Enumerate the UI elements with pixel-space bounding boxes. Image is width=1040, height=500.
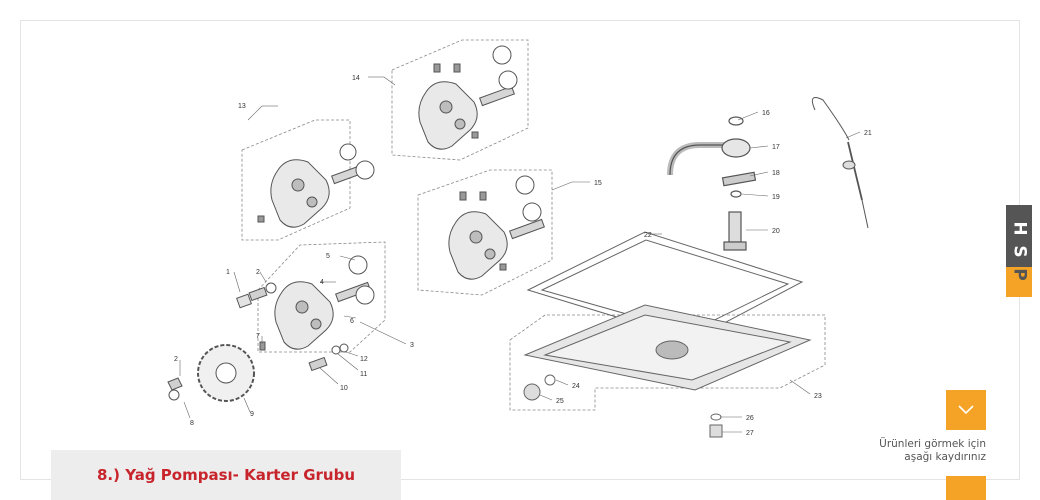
group-13-outline [241, 119, 351, 241]
part-label-4: 4 [320, 279, 324, 286]
part-label-1: 1 [226, 269, 230, 276]
part-label-3: 3 [410, 342, 414, 349]
part-label-15: 15 [594, 180, 602, 187]
scroll-hint-line1: Ürünleri görmek için [879, 438, 986, 450]
bottom-accent-tab[interactable] [946, 476, 986, 500]
group-14-outline [391, 39, 529, 161]
badge-letter-h: H [1009, 220, 1030, 236]
caption-title: 8.) Yağ Pompası- Karter Grubu [97, 466, 355, 484]
badge-letter-p: P [1009, 267, 1030, 281]
part-label-19: 19 [772, 194, 780, 201]
group-15-outline [417, 169, 553, 296]
group-3-outline [257, 241, 386, 353]
part-label-2-second: 2 [174, 356, 178, 363]
part-label-6: 6 [350, 318, 354, 325]
part-label-13: 13 [238, 103, 246, 110]
part-label-20: 20 [772, 228, 780, 235]
part-label-9: 9 [250, 411, 254, 418]
caption-box: 8.) Yağ Pompası- Karter Grubu [51, 450, 401, 500]
part-label-10: 10 [340, 385, 348, 392]
part-label-22: 22 [644, 232, 652, 239]
parts-diagram: 13 14 15 16 17 18 19 20 21 22 23 24 25 2… [20, 20, 1020, 480]
part-label-21: 21 [864, 130, 872, 137]
content-frame [20, 20, 1020, 480]
part-label-17: 17 [772, 144, 780, 151]
part-label-11: 11 [360, 371, 367, 378]
part-label-5: 5 [326, 253, 330, 260]
part-labels: 13 14 15 16 17 18 19 20 21 22 23 24 25 2… [174, 75, 872, 437]
part-label-24: 24 [572, 383, 580, 390]
scroll-down-button[interactable] [946, 390, 986, 430]
part-label-23: 23 [814, 393, 822, 400]
scroll-hint: Ürünleri görmek için aşağı kaydırınız [860, 438, 986, 464]
brand-badge[interactable]: H S P [1006, 205, 1032, 297]
part-label-25: 25 [556, 398, 564, 405]
badge-letter-s: S [1009, 244, 1030, 258]
part-label-8: 8 [190, 420, 194, 427]
part-label-26: 26 [746, 415, 754, 422]
part-label-7: 7 [256, 333, 260, 340]
scroll-hint-line2: aşağı kaydırınız [904, 451, 986, 463]
part-label-12: 12 [360, 356, 368, 363]
part-label-27: 27 [746, 430, 754, 437]
chevron-down-icon [958, 405, 974, 415]
part-label-14: 14 [352, 75, 360, 82]
part-label-2: 2 [256, 269, 260, 276]
badge-accent-stripe [1006, 267, 1032, 297]
part-label-18: 18 [772, 170, 780, 177]
part-label-16: 16 [762, 110, 770, 117]
